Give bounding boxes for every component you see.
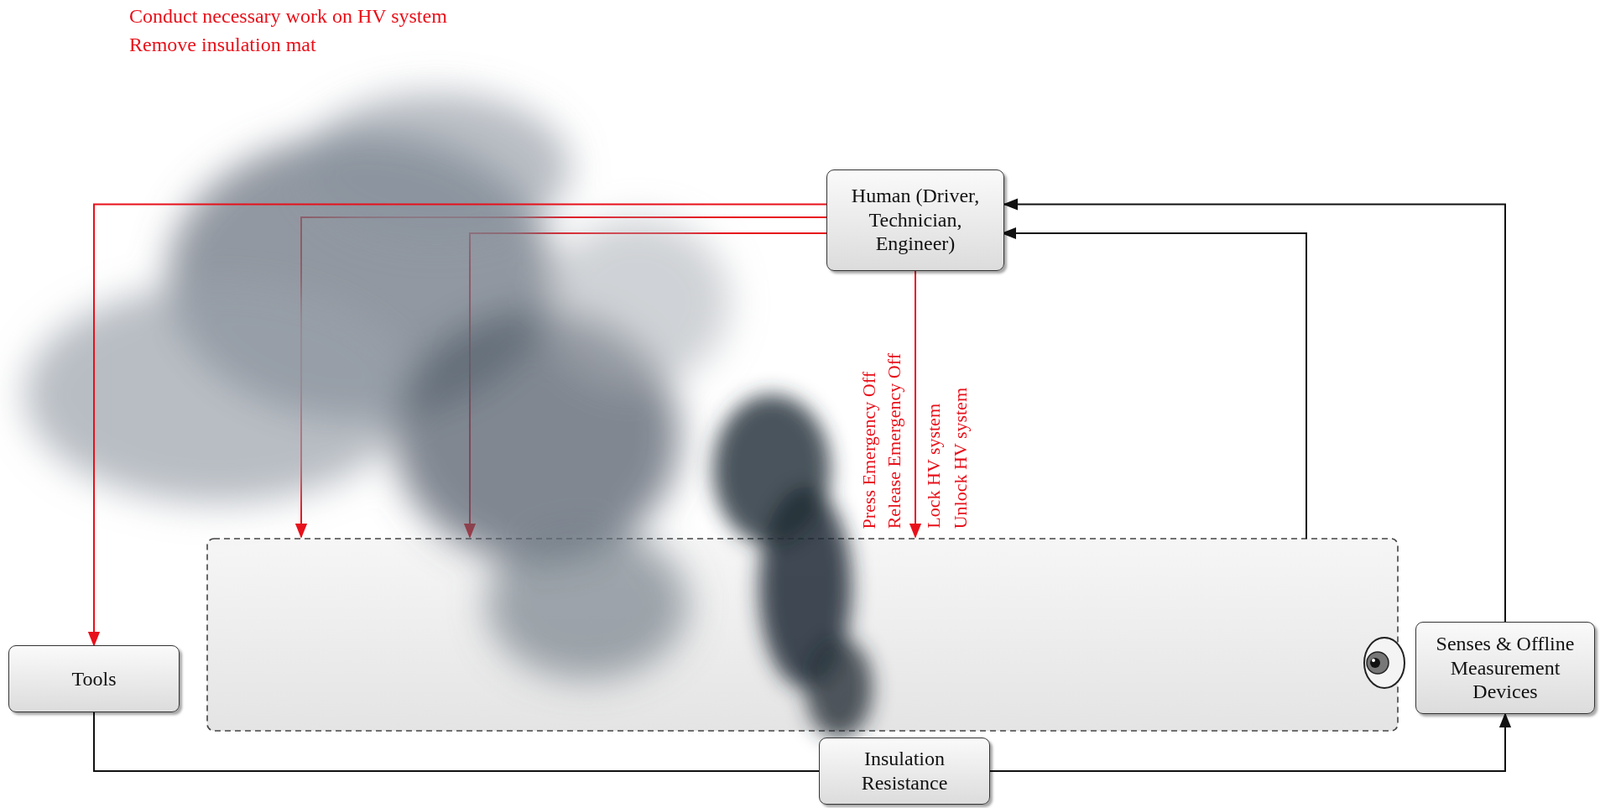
action-label: Press Emergency Off [858,371,880,529]
flow-connector [990,714,1506,772]
node-text: Human (Driver, Technician, Engineer) [833,183,997,256]
action-label: Lock HV system [922,403,944,529]
actor-box: Human (Driver, Technician, Engineer) [826,169,1005,272]
control-line [914,271,917,537]
flow-connector [1004,204,1506,623]
node-text: Tools [72,667,117,692]
sensor-box: Senses & Offline Measurement Devices [1415,621,1595,715]
flow-connector [93,712,819,772]
action-label: Release Emergency Off [883,353,905,529]
step-note: Conduct necessary work on HV system [129,5,448,29]
smoke-cloud [25,92,730,680]
flow-connector [93,204,827,647]
quantity-box: Insulation Resistance [818,737,991,805]
node-text: Senses & Offline Measurement Devices [1422,631,1588,704]
smoke-plume [713,394,873,739]
action-label: Unlock HV system [949,387,971,529]
step-note: Remove insulation mat [129,33,317,58]
node-text: Insulation Resistance [826,746,983,796]
eye-symbol [1364,637,1405,688]
feedback-line [1002,233,1307,539]
tool-box: Tools [8,645,180,713]
